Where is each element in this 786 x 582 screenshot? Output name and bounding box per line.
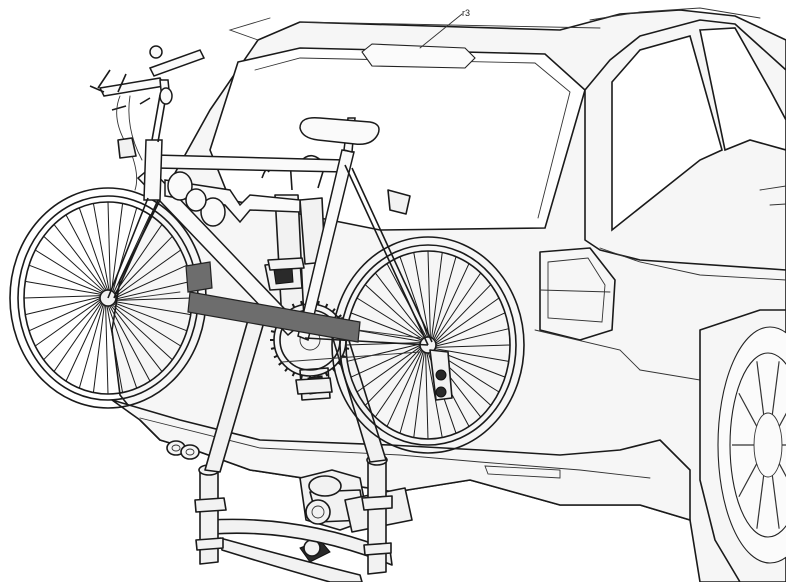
side-window [611,35,723,232]
bicycle-frame [107,94,433,346]
bicycle-handlebars [89,45,206,191]
exhaust-pipes [166,440,200,460]
bicycle-left-wheel [9,187,207,409]
bicycle-right-wheel [331,236,525,454]
vehicle: r3 [111,7,786,582]
rack-base [209,518,393,566]
brake-light [361,43,476,69]
callout-label: r3 [462,8,470,18]
rack-right-upright [367,457,387,575]
bicycle [9,45,525,454]
vehicle-rear-wheel [699,309,786,582]
bicycle-saddle [299,116,380,153]
side-window-front [699,27,786,152]
bike-strap [187,291,361,343]
